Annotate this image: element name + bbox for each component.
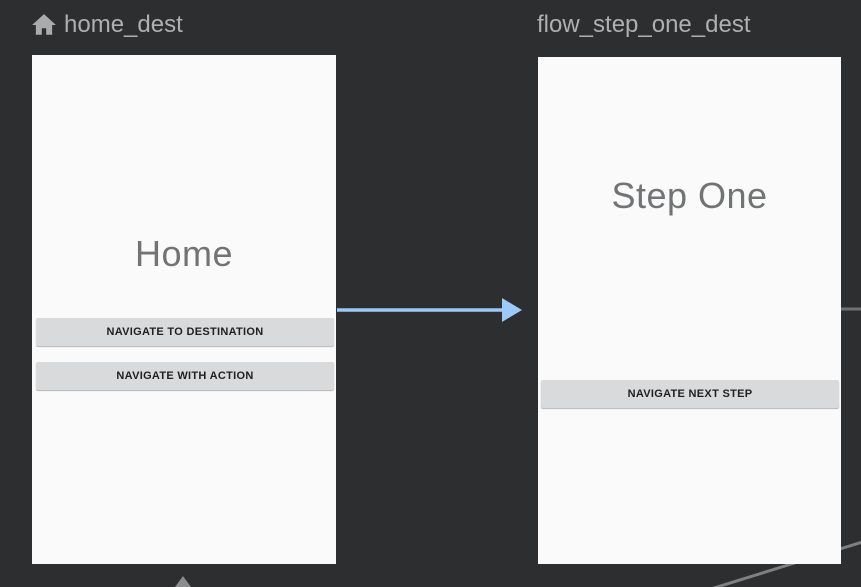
action-edge-home-to-step-one[interactable] (337, 298, 522, 322)
destination-card-flow-step-one[interactable]: Step One NAVIGATE NEXT STEP (538, 57, 841, 564)
navigate-to-destination-button[interactable]: NAVIGATE TO DESTINATION (36, 318, 334, 346)
destination-label-home: home_dest (64, 11, 183, 38)
destination-card-home[interactable]: Home NAVIGATE TO DESTINATION NAVIGATE WI… (32, 55, 336, 564)
home-icon (32, 14, 56, 35)
navigate-next-step-button[interactable]: NAVIGATE NEXT STEP (541, 380, 839, 408)
screen-title-step-one: Step One (611, 175, 768, 216)
screen-title-home: Home (134, 233, 234, 274)
destination-header-home[interactable]: home_dest (31, 10, 183, 40)
offscreen-edge-arrowhead-bottom[interactable] (175, 576, 191, 587)
navigate-with-action-button[interactable]: NAVIGATE WITH ACTION (36, 362, 334, 390)
action-edge-arrowhead-icon[interactable] (502, 298, 522, 322)
destination-label-flow-step-one: flow_step_one_dest (537, 11, 751, 38)
destination-header-flow-step-one[interactable]: flow_step_one_dest (537, 10, 751, 40)
